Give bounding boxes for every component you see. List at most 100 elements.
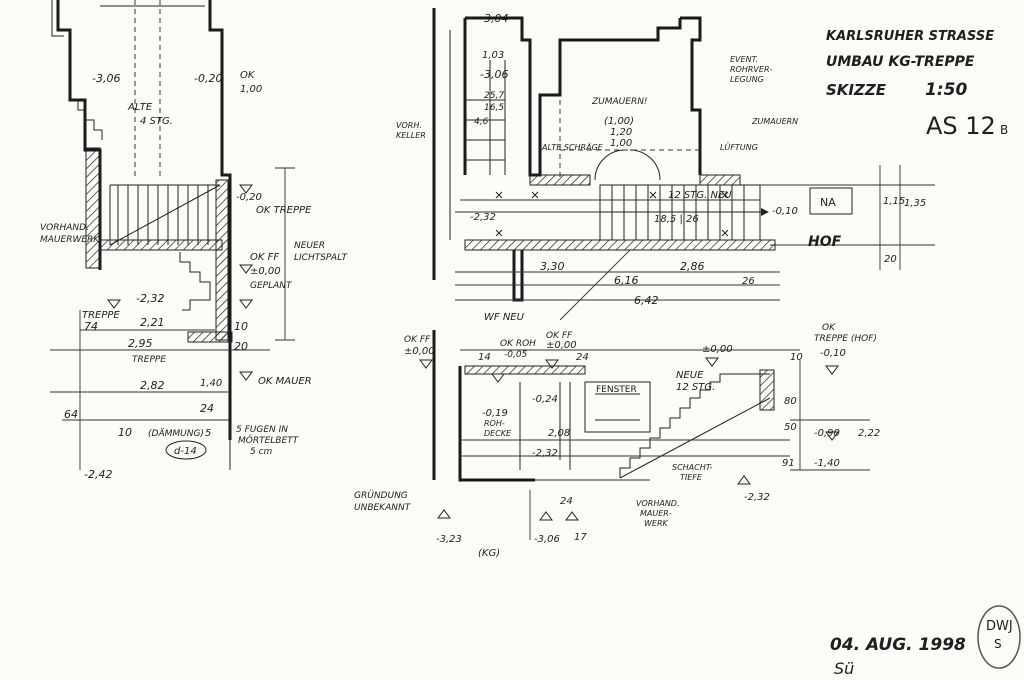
new-stair-diagonal xyxy=(109,184,221,246)
right-hatch-floor xyxy=(464,365,586,375)
r-46: 4,6 xyxy=(474,117,489,127)
r-vorh-m2: MAUER- xyxy=(640,509,672,518)
left-hatch-ledge xyxy=(187,331,233,343)
r-165: 16,5 xyxy=(484,103,504,113)
r-hof: HOF xyxy=(808,234,842,250)
r-event2: ROHRVER- xyxy=(730,65,773,74)
r-schacht1: SCHACHT- xyxy=(672,463,713,472)
left-hatch-wall xyxy=(85,147,101,269)
r-alte-schraege: ALTE SCHRÄGE xyxy=(541,142,604,152)
right-east-wall xyxy=(680,16,702,175)
right-stair-dims xyxy=(455,199,760,213)
r-kg: (KG) xyxy=(478,548,500,559)
l-74: 74 xyxy=(84,320,98,333)
r-okff: OK FF xyxy=(404,335,431,345)
r-323: -3,23 xyxy=(436,534,462,545)
r-24: 24 xyxy=(576,352,589,363)
new-stair-lines xyxy=(109,184,220,245)
r-232: -2,32 xyxy=(470,212,496,223)
r-kueb: KELLER xyxy=(396,131,426,140)
l-5: 5 xyxy=(205,428,211,439)
left-dim-lines xyxy=(50,310,270,470)
r-26: 26 xyxy=(742,276,755,287)
r-257: 25,7 xyxy=(484,91,504,101)
l-4stg: 4 STG. xyxy=(140,116,173,127)
left-hatch-pillar xyxy=(215,179,229,341)
l-daemmung: (DÄMMUNG) xyxy=(148,428,204,439)
l-treppe2: TREPPE xyxy=(132,355,166,365)
r-222: 2,22 xyxy=(858,428,880,439)
right-long-dims xyxy=(455,249,780,321)
l-alte: ALTE xyxy=(127,102,153,113)
r-304: -3,04 xyxy=(480,12,508,25)
r-185: 18,5 | 26 xyxy=(654,214,699,225)
r-140: -1,40 xyxy=(814,458,840,469)
r-vorh-m1: VORHAND. xyxy=(636,499,680,508)
na-box xyxy=(809,187,853,215)
r-wfneu: WF NEU xyxy=(484,312,525,323)
left-dim-vertical xyxy=(275,167,295,341)
l-000: ±0,00 xyxy=(250,266,281,277)
r-005: -0,05 xyxy=(504,350,528,360)
l-d14: d-14 xyxy=(174,446,197,457)
left-circle-note xyxy=(165,440,207,460)
section-right-dims xyxy=(790,360,870,471)
section-wall xyxy=(458,366,535,482)
section-stairs xyxy=(619,373,770,478)
l-221: 2,21 xyxy=(140,316,165,329)
old-stairs xyxy=(70,99,103,140)
r-090: -0,90 xyxy=(814,428,840,439)
r-decke: DECKE xyxy=(484,429,512,438)
r-115: 1,15 xyxy=(883,196,905,207)
r-17: 17 xyxy=(574,532,587,543)
l-ok: OK xyxy=(240,70,256,81)
title-line2: UMBAU KG-TREPPE xyxy=(826,54,975,70)
l-treppe: TREPPE xyxy=(82,310,120,321)
right-column xyxy=(512,250,524,302)
section-verticals xyxy=(519,382,571,470)
l-242: -2,42 xyxy=(84,468,112,481)
l-140: 1,40 xyxy=(200,378,222,389)
r-20: 20 xyxy=(884,254,897,265)
r-010b: -0,10 xyxy=(820,348,846,359)
section-dims xyxy=(460,349,800,540)
l-020: -0,20 xyxy=(194,72,222,85)
right-plan xyxy=(419,8,935,540)
sheet-suffix: B xyxy=(1000,123,1008,137)
new-stair-outline xyxy=(599,184,761,241)
r-000c: ±0,00 xyxy=(702,344,733,355)
sheet-number: AS 12 xyxy=(926,112,996,140)
right-stair-treads xyxy=(465,99,505,161)
right-dashed xyxy=(559,100,700,180)
l-24: 24 xyxy=(200,402,214,415)
r-80: 80 xyxy=(784,396,797,407)
l-020b: -0,20 xyxy=(236,192,262,203)
l-295: 2,95 xyxy=(128,337,153,350)
right-level-markers xyxy=(419,357,839,521)
r-100b: 1,00 xyxy=(610,138,632,149)
right-hatch-landing xyxy=(759,369,775,411)
date: 04. AUG. 1998 xyxy=(830,635,966,655)
r-330: 3,30 xyxy=(540,260,565,273)
right-hof-dims xyxy=(760,165,935,270)
l-306: -3,06 xyxy=(92,72,120,85)
l-64: 64 xyxy=(64,408,78,421)
r-14: 14 xyxy=(478,352,491,363)
r-12stg2: 12 STG. xyxy=(676,382,715,393)
signature: Sü xyxy=(834,659,854,678)
r-okff2: OK FF xyxy=(546,331,573,341)
stamp-line2: S xyxy=(994,637,1002,651)
l-232: -2,32 xyxy=(136,292,164,305)
r-vorh: VORH. xyxy=(396,121,422,130)
r-616: 6,16 xyxy=(614,274,639,287)
left-inner-wall xyxy=(208,0,232,440)
r-lanke: LÜFTUNG xyxy=(720,142,758,152)
r-ok-treppe: OK xyxy=(822,323,836,333)
title-line1: KARLSRUHER STRASSE xyxy=(826,29,994,44)
r-schacht2: TIEFE xyxy=(680,473,703,482)
r-okroh: OK ROH xyxy=(500,339,536,349)
r-103: 1,03 xyxy=(482,50,504,61)
r-120: 1,20 xyxy=(610,127,632,138)
l-gepl: GEPLANT xyxy=(250,281,293,291)
l-ok-treppe: OK TREPPE xyxy=(256,205,312,216)
